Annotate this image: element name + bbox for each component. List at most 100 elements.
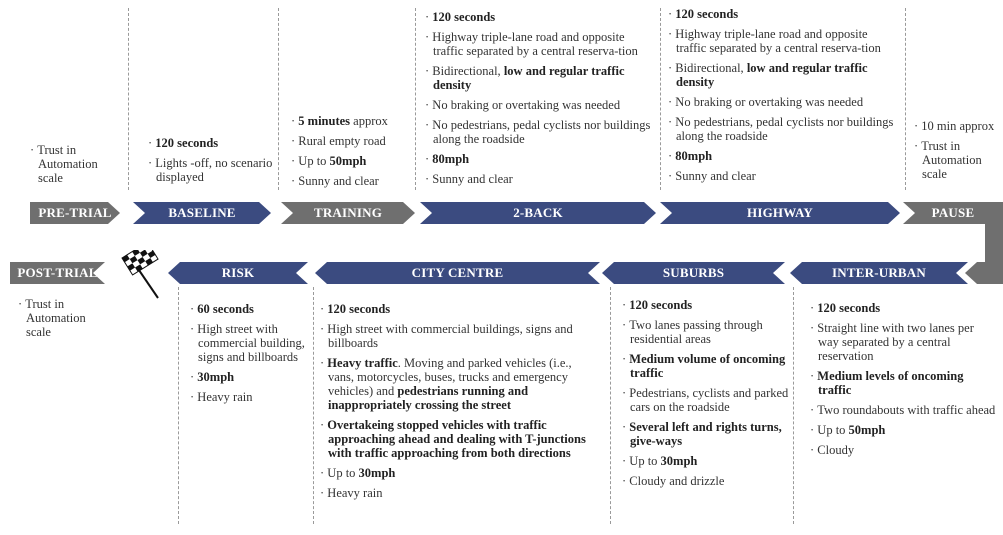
detail-item: Heavy traffic. Moving and parked vehicle… <box>320 356 600 412</box>
detail-item: 5 minutes approx <box>291 114 411 128</box>
detail-text: No pedestrians, pedal cyclists nor build… <box>675 115 894 143</box>
detail-text: No braking or overtaking was needed <box>432 98 621 112</box>
detail-item: 60 seconds <box>190 302 310 316</box>
detail-item: 10 min approx <box>914 119 1003 133</box>
detail-text: Highway triple-lane road and opposite tr… <box>432 30 638 58</box>
stage-suburbs: SUBURBS <box>602 262 785 284</box>
detail-bold: Several left and rights turns, give-ways <box>629 420 782 448</box>
detail-bold: 5 minutes <box>298 114 351 128</box>
detail-bold: Medium volume of oncoming traffic <box>629 352 786 380</box>
detail-text: High street with commercial buildings, s… <box>327 322 573 350</box>
detail-text: Pedestrians, cyclists and parked cars on… <box>629 386 789 414</box>
detail-text: No pedestrians, pedal cyclists nor build… <box>432 118 651 146</box>
detail-item: 120 seconds <box>320 302 600 316</box>
posttrial-details: Trust in Automation scale <box>18 297 108 345</box>
detail-text: Up to <box>298 154 330 168</box>
detail-item: No braking or overtaking was needed <box>425 98 657 112</box>
stage-return <box>965 262 1003 284</box>
stage-pre-trial: PRE-TRIAL <box>30 202 120 224</box>
detail-bold: 120 seconds <box>675 7 739 21</box>
detail-item: Up to 30mph <box>320 466 600 480</box>
detail-item: 30mph <box>190 370 310 384</box>
detail-text: Bidirectional, <box>432 64 504 78</box>
detail-item: Straight line with two lanes per way sep… <box>810 321 996 363</box>
detail-text: Rural empty road <box>298 134 386 148</box>
detail-item: 120 seconds <box>622 298 790 312</box>
detail-item: No pedestrians, pedal cyclists nor build… <box>425 118 657 146</box>
detail-text: Cloudy and drizzle <box>629 474 725 488</box>
detail-item: Highway triple-lane road and opposite tr… <box>668 27 900 55</box>
separator <box>905 8 906 190</box>
stage-2-back: 2-BACK <box>420 202 656 224</box>
detail-item: High street with commercial buildings, s… <box>320 322 600 350</box>
detail-item: Up to 50mph <box>810 423 996 437</box>
stage-highway: HIGHWAY <box>660 202 900 224</box>
detail-bold: 80mph <box>675 149 713 163</box>
detail-item: No pedestrians, pedal cyclists nor build… <box>668 115 900 143</box>
detail-text: No braking or overtaking was needed <box>675 95 864 109</box>
detail-item: Medium levels of oncoming traffic <box>810 369 996 397</box>
detail-item: Highway triple-lane road and opposite tr… <box>425 30 657 58</box>
detail-item: Up to 30mph <box>622 454 790 468</box>
detail-item: Medium volume of oncoming traffic <box>622 352 790 380</box>
detail-bold: 120 seconds <box>327 302 391 316</box>
detail-item: Trust in Automation scale <box>30 143 120 185</box>
detail-text: Sunny and clear <box>675 169 756 183</box>
detail-item: Lights -off, no scenario displayed <box>148 156 273 184</box>
detail-bold: 120 seconds <box>155 136 219 150</box>
detail-bold: low and regular traffic density <box>676 61 868 89</box>
separator <box>278 8 279 190</box>
twoback-details: 120 secondsHighway triple-lane road and … <box>425 10 657 192</box>
detail-item: Several left and rights turns, give-ways <box>622 420 790 448</box>
separator <box>610 287 611 524</box>
detail-item: Pedestrians, cyclists and parked cars on… <box>622 386 790 414</box>
detail-text: Highway triple-lane road and opposite tr… <box>675 27 881 55</box>
detail-bold: 30mph <box>197 370 235 384</box>
detail-bold: pedestrians running and inappropriately … <box>328 384 529 412</box>
detail-item: 80mph <box>668 149 900 163</box>
stage-baseline: BASELINE <box>133 202 271 224</box>
detail-bold: Overtakeing stopped vehicles with traffi… <box>327 418 586 460</box>
risk-details: 60 secondsHigh street with commercial bu… <box>190 302 310 410</box>
detail-bold: 120 seconds <box>817 301 881 315</box>
stage-training: TRAINING <box>281 202 415 224</box>
pause-details: 10 min approxTrust in Automation scale <box>914 119 1003 187</box>
detail-text: Heavy rain <box>327 486 383 500</box>
detail-bold: Heavy traffic <box>327 356 398 370</box>
detail-item: No braking or overtaking was needed <box>668 95 900 109</box>
detail-bold: 80mph <box>432 152 470 166</box>
detail-text: 10 min approx <box>921 119 995 133</box>
detail-bold: 120 seconds <box>432 10 496 24</box>
separator <box>128 8 129 190</box>
detail-item: Sunny and clear <box>425 172 657 186</box>
detail-item: 120 seconds <box>810 301 996 315</box>
detail-text: Sunny and clear <box>432 172 513 186</box>
suburbs-details: 120 secondsTwo lanes passing through res… <box>622 298 790 494</box>
detail-item: Overtakeing stopped vehicles with traffi… <box>320 418 600 460</box>
detail-text: Heavy rain <box>197 390 253 404</box>
city-details: 120 secondsHigh street with commercial b… <box>320 302 600 506</box>
separator <box>178 287 179 524</box>
interurban-details: 120 secondsStraight line with two lanes … <box>810 301 996 463</box>
detail-bold: 120 seconds <box>629 298 693 312</box>
separator <box>415 8 416 190</box>
detail-text: Sunny and clear <box>298 174 379 188</box>
detail-item: Bidirectional, low and regular traffic d… <box>425 64 657 92</box>
detail-text: Up to <box>817 423 849 437</box>
training-details: 5 minutes approxRural empty roadUp to 50… <box>291 114 411 194</box>
detail-text: Up to <box>629 454 661 468</box>
detail-item: 120 seconds <box>148 136 273 150</box>
detail-item: Sunny and clear <box>668 169 900 183</box>
detail-item: Cloudy and drizzle <box>622 474 790 488</box>
separator <box>660 8 661 190</box>
detail-text: Cloudy <box>817 443 855 457</box>
detail-text: Two lanes passing through residential ar… <box>629 318 763 346</box>
detail-item: 120 seconds <box>668 7 900 21</box>
detail-item: Two roundabouts with traffic ahead <box>810 403 996 417</box>
detail-text: Trust in Automation scale <box>921 139 982 181</box>
detail-text: Straight line with two lanes per way sep… <box>817 321 974 363</box>
stage-risk: RISK <box>168 262 308 284</box>
detail-item: Sunny and clear <box>291 174 411 188</box>
detail-text: Up to <box>327 466 359 480</box>
stage-post-trial: POST-TRIAL <box>10 262 105 284</box>
